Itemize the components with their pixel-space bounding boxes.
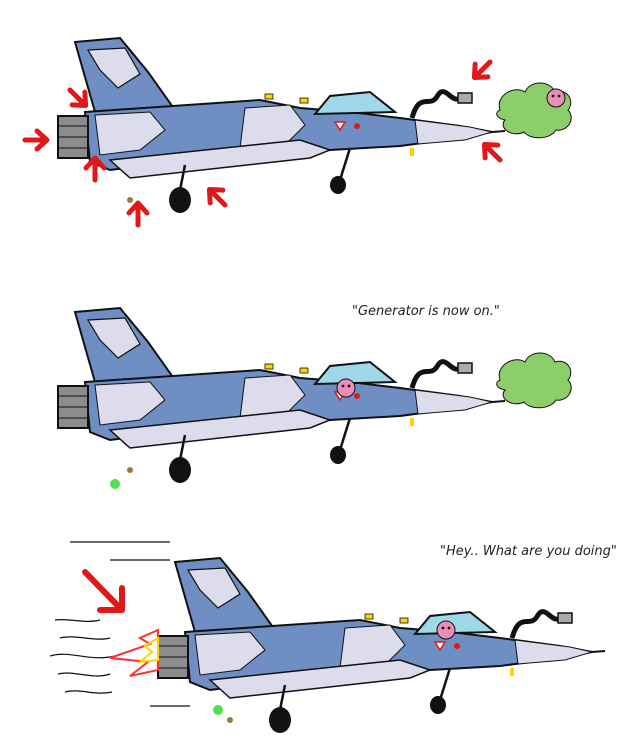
jet-scene-3 [49,541,607,735]
red-arrow-icon [468,56,496,84]
speed-lines [49,541,190,707]
cable-icon [412,92,472,118]
red-arrow-icon [82,569,125,613]
jet-illustration [156,556,607,735]
pink-creature-icon [336,378,356,398]
jet-illustration [56,306,507,485]
jet-scene-1 [0,36,572,245]
panel-caption: "Generator is now on." [352,304,500,319]
green-light-icon [110,479,120,489]
jet-illustration [56,36,507,215]
red-arrow-icon [25,131,47,149]
green-light-icon [213,705,223,715]
cable-icon [512,612,572,638]
red-arrow-icon [203,183,231,211]
pink-creature-icon [546,88,566,108]
cloud-icon [496,352,572,409]
comic-panel-2: "Generator is now on." [0,260,632,505]
red-arrow-icon [86,158,104,180]
red-arrow-icon [129,203,147,225]
panel-caption: "Hey.. What are you doing" [440,544,617,559]
flame-icon [109,628,159,677]
comic-panel-1 [0,0,632,245]
red-arrow-icon [478,138,506,166]
jet-scene-2 [56,306,572,489]
comic-panel-3: "Hey.. What are you doing" [0,520,632,750]
cable-icon [412,362,472,388]
pink-creature-icon [436,620,456,640]
